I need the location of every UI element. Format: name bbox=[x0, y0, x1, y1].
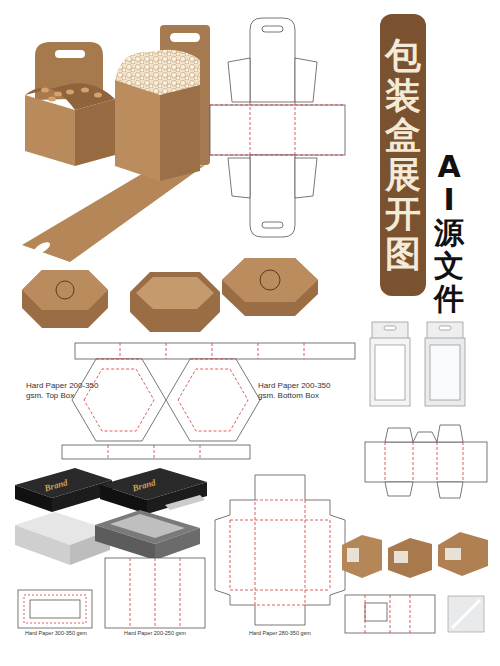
material-note-box: Hard Paper 300-350 gsm bbox=[16, 630, 96, 637]
material-note: Hard Paper 200-350 gsm. Top Box bbox=[26, 381, 100, 400]
slide-boxes bbox=[15, 468, 207, 565]
window-box-dieline bbox=[345, 595, 484, 633]
hexagon-dieline bbox=[62, 343, 355, 459]
material-note: Hard Paper 300-350 gsm bbox=[16, 630, 96, 637]
title-text: 包装盒展开图 bbox=[385, 36, 421, 274]
sleeve-dieline bbox=[105, 558, 205, 628]
material-note-box: Hard Paper 200-350 gsm. Bottom Box bbox=[258, 381, 336, 400]
popcorn-box bbox=[22, 25, 210, 262]
title-banner: 包装盒展开图 bbox=[380, 14, 426, 296]
subtitle-text: AI源文件 bbox=[434, 150, 464, 315]
material-note: Hard Paper 200-350 gsm. Bottom Box bbox=[258, 381, 336, 400]
tuck-box-dieline bbox=[365, 425, 487, 498]
subtitle-text-box: AI源文件 bbox=[434, 150, 464, 315]
handle-box bbox=[25, 42, 115, 166]
cross-dieline bbox=[215, 475, 345, 625]
material-note-box: Hard Paper 200-250 gsm bbox=[112, 630, 198, 637]
tray-dieline bbox=[18, 590, 92, 628]
window-boxes bbox=[342, 532, 488, 578]
material-note-box: Hard Paper 280-350 gsm bbox=[236, 630, 324, 637]
clear-hang-boxes bbox=[370, 322, 465, 406]
handle-box-dieline bbox=[210, 18, 345, 237]
material-note: Hard Paper 200-250 gsm bbox=[112, 630, 198, 637]
material-note: Hard Paper 280-350 gsm bbox=[236, 630, 324, 637]
hexagon-boxes bbox=[22, 258, 318, 332]
material-note-box: Hard Paper 200-350 gsm. Top Box bbox=[26, 381, 100, 400]
